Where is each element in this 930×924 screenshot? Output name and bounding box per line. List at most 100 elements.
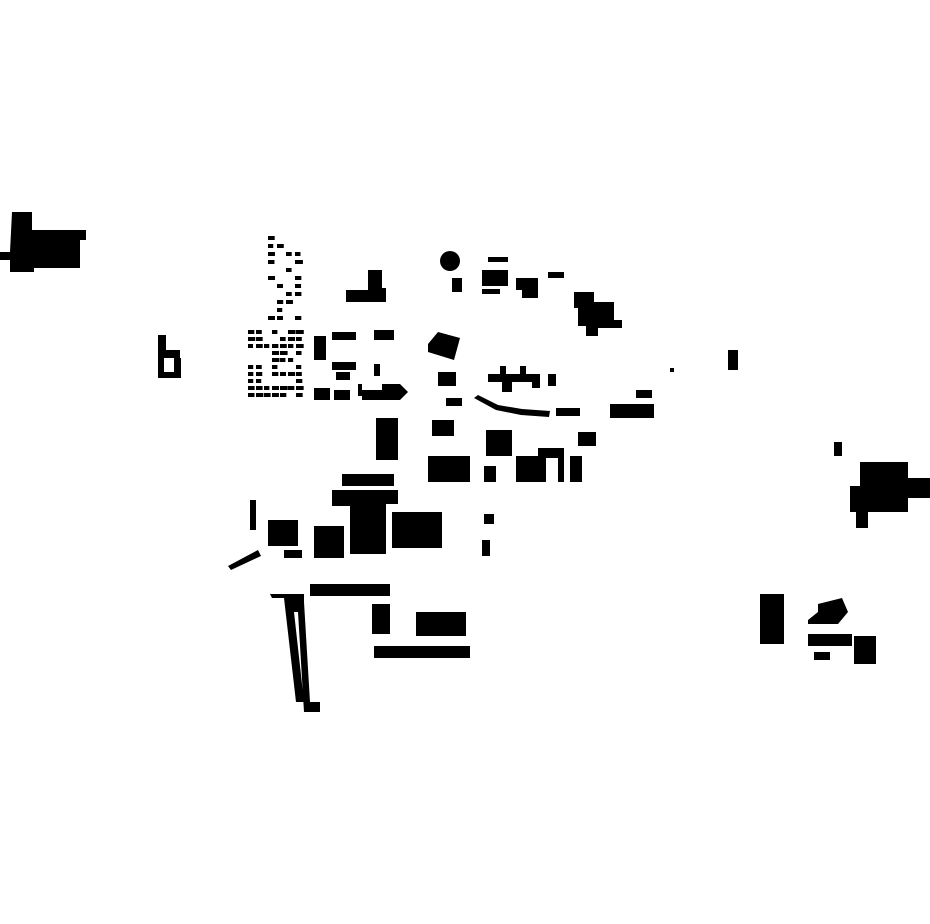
small-building: [248, 379, 254, 383]
small-building: [256, 393, 264, 397]
building-s1: [314, 526, 344, 558]
building-hall-wing: [342, 474, 394, 486]
building-s11: [310, 584, 390, 596]
building-s7: [250, 500, 256, 530]
building-e4: [670, 368, 674, 372]
building-c13: [548, 374, 556, 386]
building-east-small: [834, 442, 842, 456]
small-building: [277, 308, 283, 312]
small-building: [264, 386, 270, 390]
building-s5: [268, 520, 298, 546]
small-building: [248, 372, 254, 376]
building-se3: [808, 634, 852, 646]
small-building: [288, 344, 294, 348]
small-building: [268, 276, 276, 280]
building-s4: [482, 540, 490, 556]
building-e2: [636, 390, 652, 398]
small-building: [288, 358, 294, 362]
building-c9: [358, 384, 408, 400]
small-building: [256, 330, 262, 334]
building-s2: [392, 512, 442, 548]
small-building: [277, 244, 284, 248]
small-building: [463, 473, 468, 478]
small-building: [286, 268, 292, 272]
small-building: [264, 344, 270, 348]
building-c1: [314, 336, 326, 360]
building-ne-hall: [574, 292, 622, 336]
small-building: [295, 276, 302, 280]
building-n4: [482, 289, 500, 294]
building-s10: [374, 646, 470, 658]
building-bracket-north: [158, 335, 180, 358]
building-c19: [484, 466, 496, 482]
small-building: [277, 284, 283, 288]
building-se1: [760, 594, 784, 644]
small-building: [295, 292, 302, 296]
building-c15: [376, 418, 398, 460]
small-building: [264, 393, 271, 397]
small-building: [296, 330, 304, 334]
small-building: [288, 372, 296, 376]
building-s3: [484, 514, 494, 524]
small-building: [295, 260, 303, 264]
buildings-layer: [0, 212, 930, 712]
small-building: [295, 284, 302, 288]
building-c17: [486, 430, 512, 456]
small-building: [286, 252, 292, 256]
building-se4: [814, 652, 830, 660]
small-building: [272, 344, 279, 348]
building-se2: [808, 598, 848, 624]
small-building: [256, 386, 263, 390]
building-c16: [432, 420, 454, 436]
small-building: [280, 393, 287, 397]
building-s9: [372, 604, 390, 634]
small-building: [272, 330, 278, 334]
small-building: [248, 393, 255, 397]
building-round: [440, 251, 460, 271]
building-n6: [516, 278, 538, 298]
building-n2: [452, 278, 462, 292]
small-building: [256, 365, 262, 369]
small-building: [295, 316, 302, 320]
small-building: [288, 330, 296, 334]
building-c14: [556, 408, 580, 416]
building-s12: [228, 550, 261, 570]
small-building: [272, 351, 280, 355]
small-building: [280, 372, 287, 376]
building-west-complex: [0, 212, 86, 272]
building-c21: [558, 458, 564, 482]
small-building: [296, 386, 304, 390]
building-c2: [332, 332, 356, 340]
small-building: [268, 316, 275, 320]
small-building: [256, 344, 263, 348]
building-e3: [728, 350, 738, 370]
small-building: [272, 358, 280, 362]
small-buildings-grid: [248, 236, 468, 481]
building-north-1: [346, 270, 386, 302]
small-building: [296, 344, 304, 348]
small-building: [296, 365, 302, 369]
small-building: [296, 379, 303, 383]
building-c12: [446, 398, 462, 406]
small-building: [277, 300, 284, 304]
building-e1: [610, 404, 654, 418]
building-c7: [314, 388, 330, 400]
small-building: [295, 252, 301, 256]
building-row-south: [270, 594, 320, 712]
small-building: [256, 379, 262, 383]
small-building: [280, 351, 288, 355]
small-building: [435, 473, 440, 478]
building-c22: [570, 456, 582, 482]
small-building: [268, 244, 274, 248]
small-building: [280, 358, 286, 362]
small-building: [256, 372, 263, 376]
small-building: [456, 474, 461, 479]
building-c4: [332, 362, 356, 370]
small-building: [268, 260, 275, 264]
small-building: [286, 300, 293, 304]
building-c3: [374, 330, 394, 340]
small-building: [268, 236, 275, 240]
small-building: [288, 386, 295, 390]
small-building: [248, 330, 255, 334]
